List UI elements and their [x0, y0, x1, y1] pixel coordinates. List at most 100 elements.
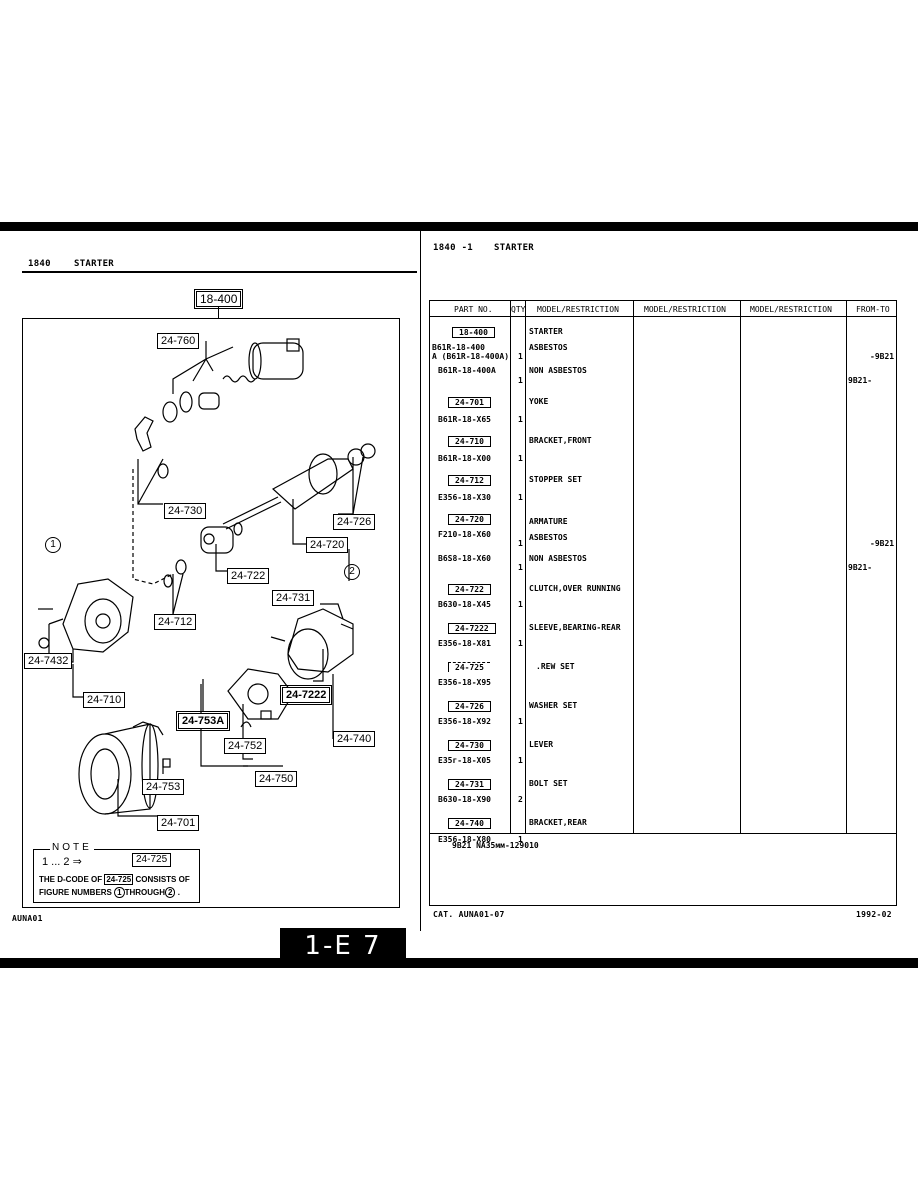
qty-cell: 1: [518, 415, 523, 424]
desc-cell: BRACKET,REAR: [529, 818, 587, 827]
callout-24-730: 24-730: [164, 503, 207, 519]
part-no-cell: E35г-18-X05: [438, 756, 491, 765]
note-line-1: THE D-CODE OF 24-725 CONSISTS OF: [39, 874, 190, 885]
note-line2-pre: FIGURE NUMBERS: [39, 888, 112, 897]
from-to-cell: 9B21-: [848, 376, 873, 385]
from-to-cell: 9B21-: [848, 563, 873, 572]
note-line1-ref: 24-725: [104, 874, 134, 885]
part-no-cell: E356-18-X95: [438, 678, 491, 687]
col-divider: [525, 301, 526, 833]
callout-24-701: 24-701: [157, 815, 200, 831]
from-to-cell: -9B21: [870, 352, 895, 361]
callout-24-720: 24-720: [306, 537, 349, 553]
callout-24-7432: 24-7432: [24, 653, 73, 669]
callout-24-726: 24-726: [333, 514, 376, 530]
catalog-number: CAT. AUNA01-07: [433, 910, 505, 919]
qty-cell: 1: [518, 454, 523, 463]
col-divider: [846, 301, 847, 833]
part-no-cell: E356-18-X30: [438, 493, 491, 502]
qty-cell: 1: [518, 539, 523, 548]
callout-24-750: 24-750: [255, 771, 298, 787]
qty-cell: 1: [518, 639, 523, 648]
desc-cell: NON ASBESTOS: [529, 366, 587, 375]
desc-cell: STOPPER SET: [529, 475, 582, 484]
note-line2-end: .: [177, 888, 180, 897]
note-line2-a: 1: [114, 887, 125, 898]
qty-cell: 1: [518, 835, 523, 844]
ref-box: 24-712: [448, 475, 491, 486]
page-number-badge: 1-E 7: [280, 928, 406, 965]
assembly-leader: [218, 307, 219, 318]
part-no-cell: B6S8-18-X60: [438, 554, 491, 563]
note-line1-post: CONSISTS OF: [135, 875, 190, 884]
ref-box: 24-701: [448, 397, 491, 408]
callout-24-7222: 24-7222: [279, 685, 333, 705]
note-title: NOTE: [50, 842, 94, 853]
exploded-parts-diagram: 1 2 24-760 24-730 24-726 24-720 24-722 2…: [22, 318, 400, 908]
callout-24-712: 24-712: [154, 614, 197, 630]
marker-1-label: 1: [50, 539, 56, 550]
qty-cell: 1: [518, 376, 523, 385]
qty-cell: 1: [518, 563, 523, 572]
left-header-rule: [22, 271, 417, 273]
ref-box: 24-726: [448, 701, 491, 712]
ref-box: 24-710: [448, 436, 491, 447]
ref-box: 24-720: [448, 514, 491, 525]
desc-cell: YOKE: [529, 397, 549, 406]
part-no-cell: E356-18-X80: [438, 835, 491, 844]
desc-cell: SLEEVE,BEARING-REAR: [529, 623, 621, 632]
ref-box: 24-731: [448, 779, 491, 790]
ref-box: 24-730: [448, 740, 491, 751]
desc-cell: CLUTCH,OVER RUNNING: [529, 584, 621, 593]
page-number: 1-E 7: [304, 931, 382, 961]
qty-cell: 1: [518, 756, 523, 765]
left-footer-code: AUNA01: [12, 914, 43, 923]
desc-cell: LEVER: [529, 740, 554, 749]
part-no-cell: B61R-18-X65: [438, 415, 491, 424]
header-part-no: PART NO.: [454, 305, 493, 314]
part-no-cell: E356-18-X92: [438, 717, 491, 726]
note-line1-pre: THE D-CODE OF: [39, 875, 103, 884]
desc-cell: NON ASBESTOS: [529, 554, 587, 563]
qty-cell: 1: [518, 717, 523, 726]
top-border: [0, 222, 918, 231]
part-no-cell: F210-18-X60: [438, 530, 491, 539]
right-header-title: STARTER: [494, 243, 535, 253]
catalog-date: 1992-02: [856, 910, 892, 919]
qty-cell: 1: [518, 493, 523, 502]
qty-cell: 1: [518, 352, 523, 361]
part-no-cell: B61R-18-400A: [438, 366, 496, 375]
note-range: 1 ... 2 ⇒: [42, 856, 82, 868]
callout-24-760: 24-760: [157, 333, 200, 349]
col-divider: [633, 301, 634, 833]
callout-24-710: 24-710: [83, 692, 126, 708]
desc-cell: STARTER: [529, 327, 563, 336]
part-no-cell: E356-18-X81: [438, 639, 491, 648]
qty-cell: 1: [518, 600, 523, 609]
header-rule: [430, 316, 896, 317]
ref-box: 24-722: [448, 584, 491, 595]
right-header-code: 1840 -1: [433, 243, 474, 253]
header-qty: QTY: [511, 305, 526, 314]
part-no-cell: B61R-18-X00: [438, 454, 491, 463]
desc-cell: ASBESTOS: [529, 343, 568, 352]
part-no-cell: B630-18-X45: [438, 600, 491, 609]
callout-24-753A: 24-753A: [175, 711, 231, 731]
desc-cell: WASHER SET: [529, 701, 578, 710]
marker-2-label: 2: [349, 566, 355, 577]
parts-table: PART NO. QTY MODEL/RESTRICTION MODEL/RES…: [429, 300, 897, 906]
ref-box: 18-400: [452, 327, 495, 338]
header-from-to: FROM-TO: [856, 305, 890, 314]
header-model-2: MODEL/RESTRICTION: [644, 305, 726, 314]
marker-1-icon: 1: [45, 537, 61, 553]
desc-cell: BRACKET,FRONT: [529, 436, 592, 445]
left-header-code: 1840: [28, 259, 51, 269]
from-to-cell: -9B21: [870, 539, 895, 548]
bottom-border: [0, 958, 918, 968]
body-end-rule: [430, 833, 896, 834]
note-line2-b: 2: [165, 887, 176, 898]
callout-24-731: 24-731: [272, 590, 315, 606]
desc-cell: BOLT SET: [529, 779, 568, 788]
callout-24-753: 24-753: [142, 779, 185, 795]
